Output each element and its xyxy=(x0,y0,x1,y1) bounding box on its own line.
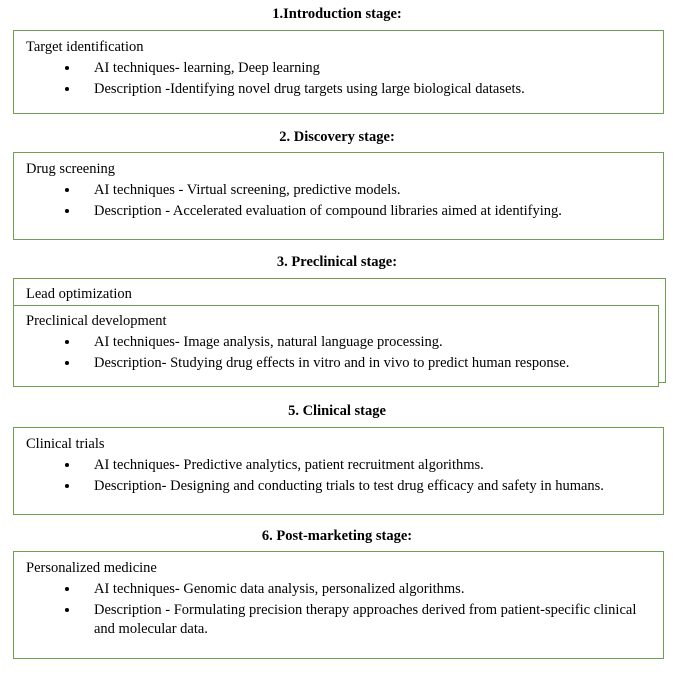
stage-box-clinical: Clinical trials AI techniques- Predictiv… xyxy=(13,427,664,515)
bullet-list-introduction: AI techniques- learning, Deep learning D… xyxy=(14,59,663,98)
box-title-preclinical-development: Preclinical development xyxy=(26,313,167,329)
list-item: AI techniques- learning, Deep learning xyxy=(80,59,653,78)
stage-heading-introduction: 1.Introduction stage: xyxy=(272,6,402,22)
stage-heading-preclinical: 3. Preclinical stage: xyxy=(276,254,398,270)
stage-box-post-marketing: Personalized medicine AI techniques- Gen… xyxy=(13,551,664,659)
list-item: Description- Studying drug effects in vi… xyxy=(80,354,648,373)
stage-heading-clinical: 5. Clinical stage xyxy=(288,403,386,419)
stage-heading-post-marketing: 6. Post-marketing stage: xyxy=(261,528,413,544)
list-item: Description - Formulating precision ther… xyxy=(80,601,653,639)
bullet-list-clinical: AI techniques- Predictive analytics, pat… xyxy=(14,456,663,495)
box-title-lead-optimization: Lead optimization xyxy=(26,286,132,302)
list-item: AI techniques- Image analysis, natural l… xyxy=(80,333,648,352)
bullet-list-discovery: AI techniques - Virtual screening, predi… xyxy=(14,181,663,220)
box-title-personalized-medicine: Personalized medicine xyxy=(26,560,157,576)
bullet-list-preclinical: AI techniques- Image analysis, natural l… xyxy=(14,333,658,372)
list-item: AI techniques - Virtual screening, predi… xyxy=(80,181,653,200)
stage-box-discovery: Drug screening AI techniques - Virtual s… xyxy=(13,152,664,240)
stage-heading-discovery: 2. Discovery stage: xyxy=(279,129,395,145)
list-item: AI techniques- Genomic data analysis, pe… xyxy=(80,580,653,599)
box-title-drug-screening: Drug screening xyxy=(26,161,115,177)
list-item: Description -Identifying novel drug targ… xyxy=(80,80,653,99)
list-item: AI techniques- Predictive analytics, pat… xyxy=(80,456,653,475)
stage-box-preclinical-development: Preclinical development AI techniques- I… xyxy=(13,305,659,387)
stage-box-introduction: Target identification AI techniques- lea… xyxy=(13,30,664,114)
box-title-target-identification: Target identification xyxy=(26,39,144,55)
list-item: Description- Designing and conducting tr… xyxy=(80,477,653,496)
box-title-clinical-trials: Clinical trials xyxy=(26,436,105,452)
bullet-list-post-marketing: AI techniques- Genomic data analysis, pe… xyxy=(14,580,663,638)
list-item: Description - Accelerated evaluation of … xyxy=(80,202,653,221)
